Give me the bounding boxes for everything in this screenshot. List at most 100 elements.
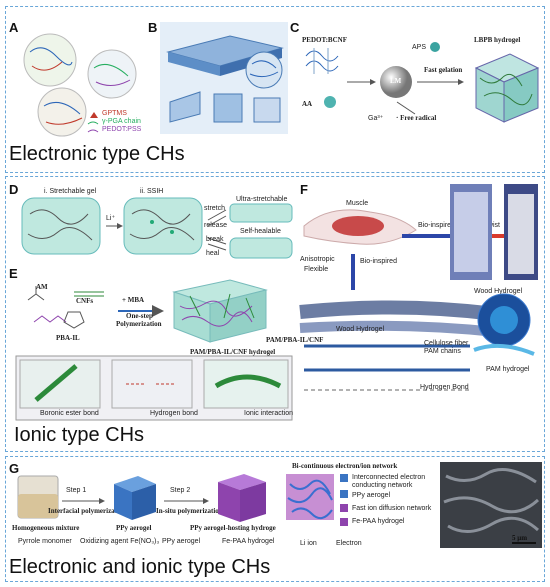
g-leg1: Interconnected electron conducting netwo… bbox=[352, 474, 426, 489]
g-step1: Step 1 bbox=[66, 487, 87, 494]
f-pamhydrogel: PAM hydrogel bbox=[486, 366, 530, 373]
panel-A-illustration bbox=[23, 33, 137, 137]
label-E: E bbox=[9, 266, 18, 281]
d-break: break bbox=[206, 236, 224, 243]
g-step2b: In-situ polymerization bbox=[156, 507, 223, 515]
f-pamchains: PAM chains bbox=[424, 348, 461, 355]
g-ppy: PPy aerogel bbox=[116, 524, 152, 532]
d-gel-boxes bbox=[21, 197, 293, 259]
g-leg2: PPy aerogel bbox=[352, 492, 391, 499]
g-arrow-2 bbox=[164, 498, 209, 504]
f-hbond: Hydrogen Bond bbox=[420, 384, 469, 391]
d-ii: ii. SSIH bbox=[140, 188, 164, 195]
c-lbpb: LBPB hydrogel bbox=[474, 36, 521, 44]
g-sem-image bbox=[440, 462, 542, 548]
g-b5: Li ion bbox=[300, 540, 317, 547]
d-self: Self-healable bbox=[240, 228, 281, 235]
f-flexible: Flexible bbox=[304, 266, 329, 273]
g-b6: Electron bbox=[336, 540, 362, 547]
d-heal: heal bbox=[206, 250, 220, 257]
f-wood-photos bbox=[450, 184, 538, 280]
c-radical: · Free radical bbox=[396, 114, 437, 122]
c-aps: APS bbox=[412, 44, 427, 51]
g-homog: Homogeneous mixture bbox=[12, 524, 80, 532]
label-B: B bbox=[148, 20, 158, 35]
f-muscle: Muscle bbox=[346, 200, 369, 207]
e-boronic: Boronic ester bond bbox=[40, 410, 99, 417]
c-fast: Fast gelation bbox=[424, 66, 463, 74]
panel-electronic bbox=[5, 6, 545, 173]
e-hbond: Hydrogen bond bbox=[150, 410, 198, 417]
c-aa-icon bbox=[324, 96, 336, 108]
e-poly: Polymerization bbox=[116, 320, 162, 328]
panel-both bbox=[5, 456, 545, 582]
c-pedot: PEDOT:BCNF bbox=[302, 36, 347, 44]
section-electronic-title: Electronic type CHs bbox=[9, 143, 185, 165]
g-ppyhost: PPy aerogel-hosting hydroge bbox=[190, 524, 276, 532]
d-ultra: Ultra-stretchable bbox=[236, 196, 288, 203]
d-li: Li⁺ bbox=[106, 215, 116, 222]
g-b1: Pyrrole monomer bbox=[18, 538, 72, 545]
f-fiber-bundle bbox=[299, 293, 531, 347]
g-ppy-cube bbox=[114, 476, 156, 520]
f-vertical-arrow bbox=[351, 254, 355, 290]
g-step2: Step 2 bbox=[170, 487, 191, 494]
e-hydrogel: PAM/PBA-IL/CNF hydrogel bbox=[190, 348, 276, 356]
label-G: G bbox=[9, 461, 20, 476]
label-F: F bbox=[300, 182, 308, 197]
g-b2: Oxidizing agent Fe(NO₃)₃ bbox=[80, 538, 160, 545]
d-release: release bbox=[204, 222, 227, 229]
c-aps-icon bbox=[430, 42, 440, 52]
c-ga: Ga³⁺ bbox=[368, 115, 384, 122]
g-hydrogel-cube bbox=[218, 474, 266, 522]
label-A: A bbox=[9, 20, 19, 35]
g-b4: Fe-PAA hydrogel bbox=[222, 538, 275, 545]
g-beaker bbox=[17, 475, 59, 519]
g-network bbox=[286, 474, 334, 520]
e-mba: + MBA bbox=[122, 296, 145, 304]
e-hydrogel-block bbox=[172, 279, 268, 343]
legend-A-1: GPTMS bbox=[102, 110, 127, 117]
f-muscle-arm bbox=[303, 209, 417, 245]
c-lm-sphere bbox=[380, 66, 412, 98]
e-cnf: CNFs bbox=[76, 297, 94, 305]
label-D: D bbox=[9, 182, 19, 197]
c-aa: AA bbox=[302, 100, 313, 108]
c-hydrogel-cube bbox=[474, 53, 540, 123]
f-chain-diagram bbox=[304, 343, 535, 391]
g-b3: PPy aerogel bbox=[162, 538, 201, 545]
e-am: AM bbox=[36, 283, 48, 291]
d-i: i. Stretchable gel bbox=[44, 188, 97, 195]
legend-A-2: γ-PGA chain bbox=[102, 118, 141, 125]
g-bicont: Bi-continuous electron/ion network bbox=[292, 462, 398, 470]
e-monomers bbox=[27, 286, 104, 329]
g-arrow-1 bbox=[62, 498, 105, 504]
d-stretch: stretch bbox=[204, 205, 226, 212]
c-pedot-icon bbox=[305, 48, 339, 74]
legend-A-3: PEDOT:PSS bbox=[102, 126, 142, 133]
f-wood2: Wood Hydrogel bbox=[336, 326, 385, 333]
c-arrows bbox=[347, 79, 464, 115]
g-legend-swatches bbox=[340, 474, 348, 526]
f-bio: Bio-inspired bbox=[418, 222, 455, 229]
g-leg4: Fe-PAA hydrogel bbox=[352, 518, 405, 525]
e-bonds-box bbox=[15, 355, 293, 421]
g-step1b: Interfacial polymerization bbox=[48, 507, 127, 515]
e-hydrogel2: PAM/PBA-IL/CNF bbox=[266, 336, 324, 344]
section-both-title: Electronic and ionic type CHs bbox=[9, 556, 271, 578]
label-C: C bbox=[290, 20, 300, 35]
e-pba: PBA-IL bbox=[56, 334, 80, 342]
e-onestep: One-step bbox=[126, 312, 153, 320]
panel-ionic bbox=[5, 176, 545, 452]
f-aniso: Anisotropic bbox=[300, 256, 335, 263]
section-ionic-title: Ionic type CHs bbox=[14, 424, 145, 446]
c-lm: LM bbox=[390, 77, 402, 85]
g-scale: 5 μm bbox=[512, 534, 528, 542]
f-wood1: Wood Hydrogel bbox=[474, 288, 523, 295]
f-cellulose: Cellulose fiber bbox=[424, 340, 469, 347]
e-ionic: Ionic interaction bbox=[244, 410, 294, 417]
f-bio2: Bio-inspired bbox=[360, 258, 397, 265]
panel-B-illustration bbox=[160, 22, 288, 134]
g-leg3: Fast ion diffusion network bbox=[352, 505, 432, 512]
e-arrow bbox=[118, 305, 164, 317]
